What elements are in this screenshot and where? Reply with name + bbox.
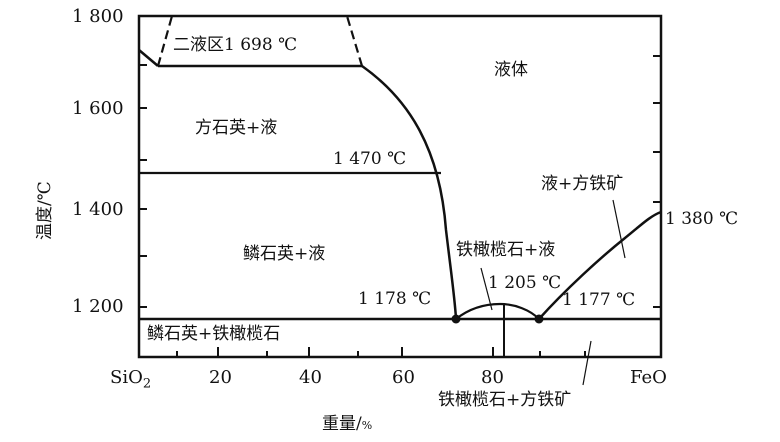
label-cristobalite-liquid: 方石英+液 — [195, 118, 278, 138]
label-fayalite-wustite: 铁橄榄石+方铁矿 — [438, 390, 572, 410]
miscibility-gap-left — [156, 15, 174, 67]
eutectic-point-1178 — [451, 314, 461, 324]
label-1380: 1 380 ℃ — [665, 209, 739, 229]
leader-liq-wustite — [612, 199, 626, 259]
leader-fayalite-liq — [480, 267, 493, 311]
label-1178: 1 178 ℃ — [358, 289, 432, 309]
label-tridymite-liquid: 鳞石英+液 — [243, 244, 326, 264]
x-tick-80: 80 — [481, 367, 504, 388]
label-1205: 1 205 ℃ — [488, 273, 562, 293]
leader-fayalite-wustite — [582, 340, 592, 386]
x-tick-20: 20 — [209, 367, 232, 388]
y-ticks-left — [139, 64, 147, 308]
x-axis-unit: % — [361, 419, 373, 432]
x-tick-sio2: SiO2 — [110, 369, 151, 391]
label-liquid-wustite: 液+方铁矿 — [541, 174, 624, 194]
x-axis-title-text: 重量/ — [322, 414, 362, 434]
x-tick-feo: FeO — [630, 367, 667, 388]
y-tick-1200: 1 200 — [72, 296, 124, 317]
y-tick-1800: 1 800 — [72, 6, 124, 27]
label-tridymite-fayalite: 鳞石英+铁橄榄石 — [147, 324, 281, 344]
x-axis-title: 重量/% — [322, 416, 372, 433]
sio2-label: SiO — [110, 367, 143, 388]
label-fayalite-liquid: 铁橄榄石+液 — [456, 240, 556, 260]
y-tick-1600: 1 600 — [72, 98, 124, 119]
x-tick-60: 60 — [392, 367, 415, 388]
plot-frame — [137, 14, 663, 359]
y-axis-title: 温度/℃ — [35, 181, 55, 240]
miscibility-gap-right — [345, 15, 364, 67]
x-tick-40: 40 — [299, 367, 322, 388]
sio2-subscript: 2 — [142, 376, 152, 392]
label-1177: 1 177 ℃ — [562, 290, 636, 310]
label-1470: 1 470 ℃ — [333, 149, 407, 169]
fayalite-liquidus — [455, 302, 540, 320]
label-liquid: 液体 — [494, 60, 528, 80]
label-two-liquid-region: 二液区1 698 ℃ — [173, 35, 298, 55]
y-tick-1400: 1 400 — [72, 199, 124, 220]
y-ticks-right — [653, 55, 661, 308]
x-ticks — [176, 347, 586, 357]
silica-liquidus — [361, 64, 458, 320]
eutectic-point-1177 — [534, 314, 544, 324]
